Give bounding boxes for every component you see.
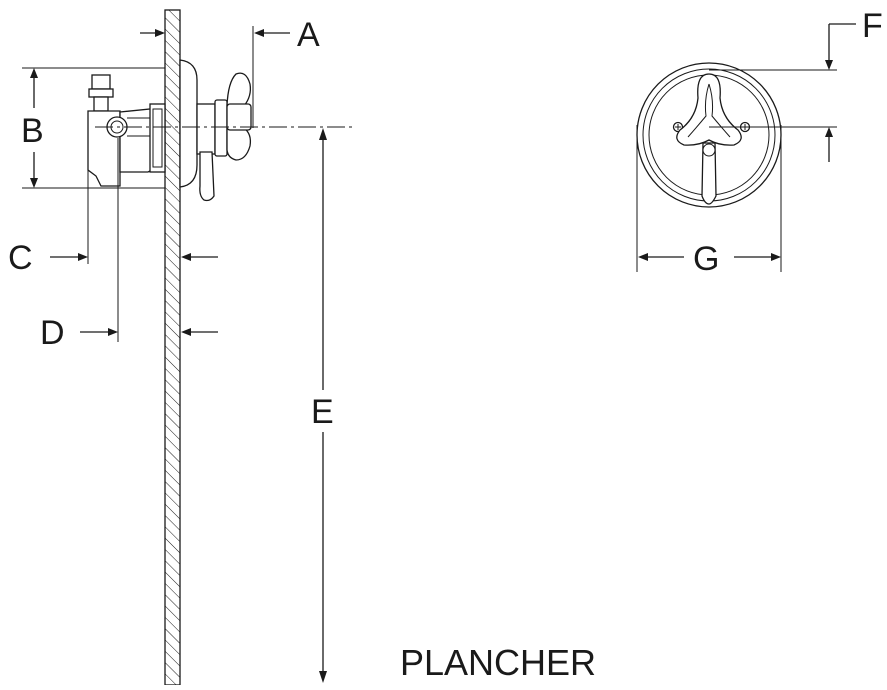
label-g: G bbox=[693, 240, 719, 278]
valve-top-nut bbox=[88, 88, 114, 98]
reference-lines bbox=[22, 26, 837, 342]
valve-body-side-view bbox=[87, 74, 166, 187]
label-a: A bbox=[297, 16, 320, 54]
label-e: E bbox=[311, 393, 334, 431]
handle-index bbox=[702, 143, 716, 157]
wall-thickness-arrows bbox=[181, 253, 218, 336]
handle-front-lobe bbox=[226, 127, 252, 161]
label-d: D bbox=[40, 314, 65, 352]
trim-front-view bbox=[636, 62, 782, 208]
dimension-f: F bbox=[825, 7, 883, 162]
valve-top-stem bbox=[93, 96, 109, 112]
label-f: F bbox=[862, 7, 883, 45]
bonnet-cap bbox=[214, 99, 228, 157]
valve-flange bbox=[149, 103, 166, 173]
dimension-g: G bbox=[638, 240, 781, 278]
handle-lever-down bbox=[199, 151, 215, 202]
dimension-c: C bbox=[8, 239, 88, 277]
floor-label: PLANCHER bbox=[400, 642, 596, 683]
dimension-e: E bbox=[311, 128, 334, 683]
valve-top-cap bbox=[91, 74, 111, 90]
trim-side-view bbox=[179, 59, 252, 202]
label-b: B bbox=[21, 112, 44, 150]
escutcheon-profile bbox=[179, 59, 198, 188]
label-c: C bbox=[8, 239, 33, 277]
dimension-a: A bbox=[140, 16, 320, 54]
wall bbox=[164, 9, 181, 686]
handle-hub bbox=[226, 103, 252, 131]
handle-top-lobe bbox=[226, 72, 252, 107]
bonnet-body bbox=[196, 103, 216, 155]
dimension-b: B bbox=[21, 68, 44, 188]
handle-front-lever bbox=[701, 142, 717, 205]
dimension-d: D bbox=[40, 314, 118, 352]
